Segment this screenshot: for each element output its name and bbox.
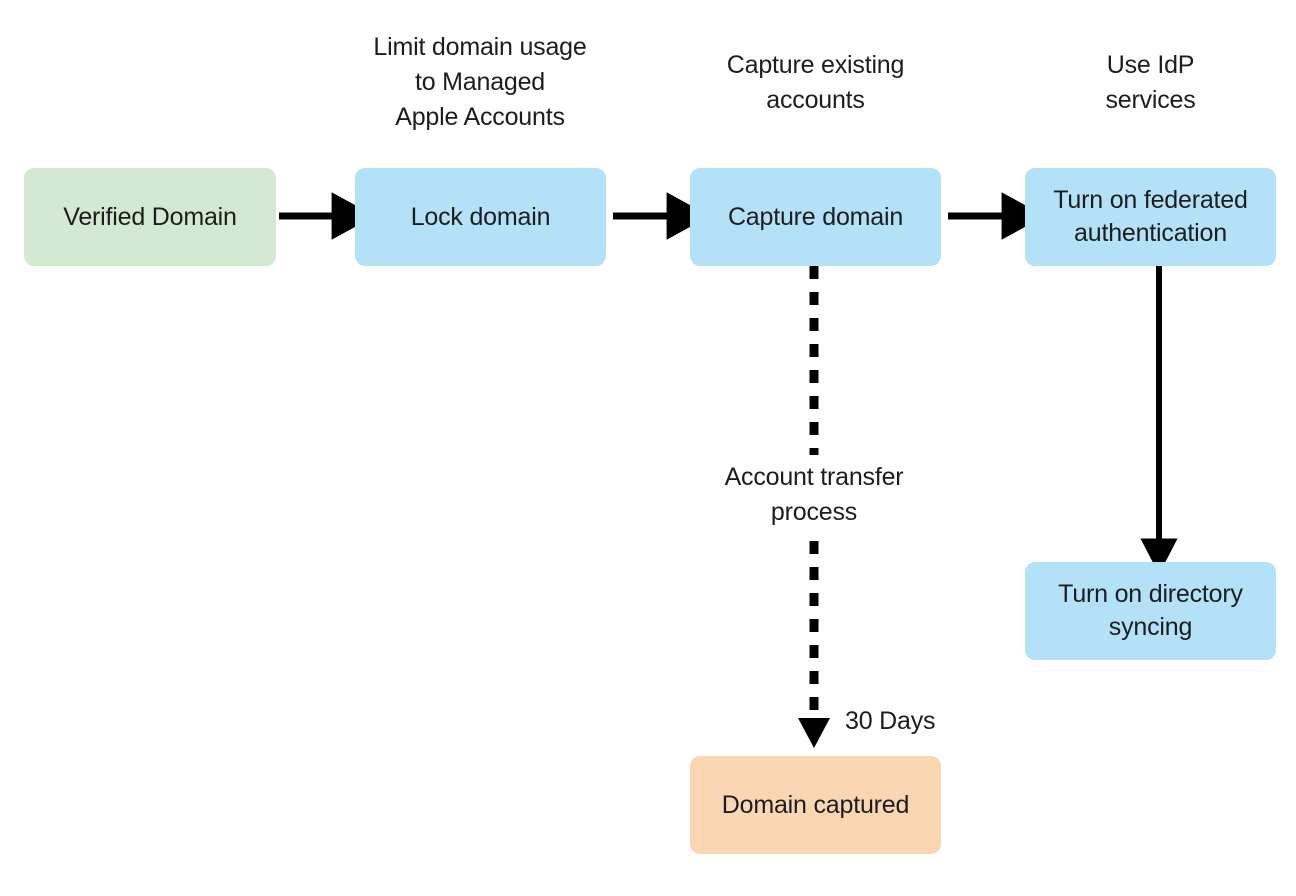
label-limit-domain-usage: Limit domain usage to Managed Apple Acco… bbox=[373, 33, 587, 131]
node-capture-domain[interactable]: Capture domain bbox=[690, 168, 941, 266]
arrowhead-domain-captured bbox=[798, 718, 830, 748]
edge-label-account-transfer-process: Account transfer process bbox=[724, 463, 904, 526]
label-use-idp-services: Use IdP services bbox=[1105, 51, 1196, 114]
edge-label-thirty-days: 30 Days bbox=[845, 707, 936, 735]
node-turn-on-federated-authentication[interactable]: Turn on federated authentication bbox=[1025, 168, 1276, 266]
node-verified-domain[interactable]: Verified Domain bbox=[24, 168, 276, 266]
node-lock-domain[interactable]: Lock domain bbox=[355, 168, 606, 266]
label-capture-existing-accounts: Capture existing accounts bbox=[726, 51, 905, 114]
node-domain-captured[interactable]: Domain captured bbox=[690, 756, 941, 854]
node-turn-on-directory-syncing[interactable]: Turn on directory syncing bbox=[1025, 562, 1276, 660]
